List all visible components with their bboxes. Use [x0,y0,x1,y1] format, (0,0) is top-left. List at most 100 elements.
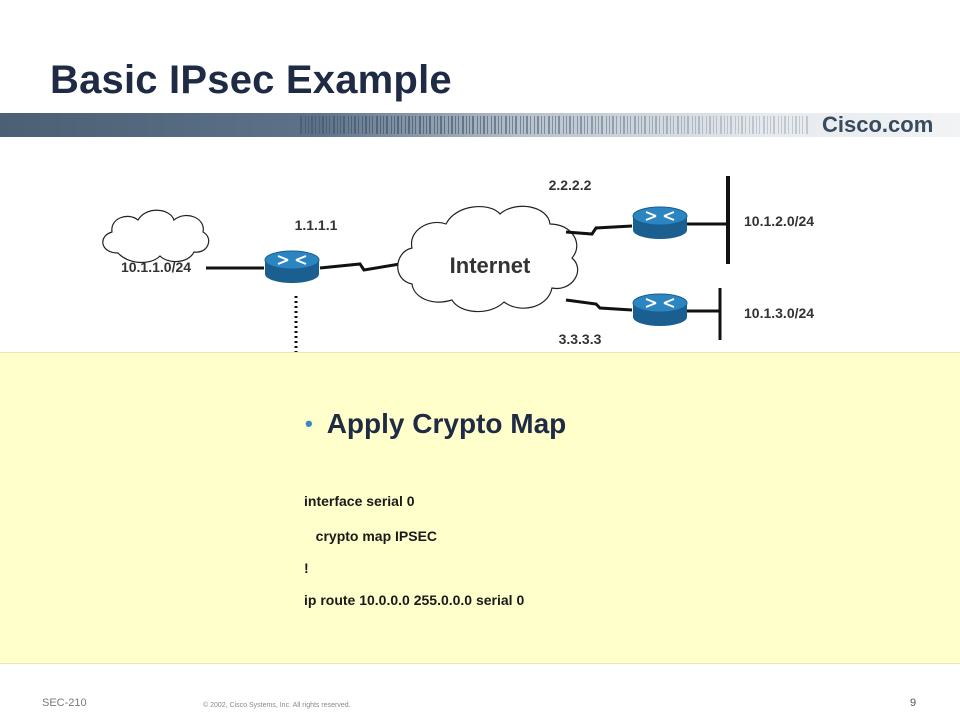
banner-stripe [380,116,381,134]
banner-stripe [466,116,467,134]
banner-stripe [509,116,510,134]
banner-stripe [494,116,496,134]
banner-stripe [440,116,442,134]
remote-network-b-label: 10.1.3.0/24 [744,305,814,321]
banner-stripe [687,116,689,134]
banner-stripe [419,116,421,134]
banner-stripe [555,116,556,134]
banner-stripe [666,116,668,134]
banner-stripe [340,116,341,134]
banner-stripe [598,116,599,134]
banner-stripe [534,116,535,134]
banner-stripe [537,116,539,134]
banner-stripe [620,116,621,134]
banner-stripe [329,116,330,134]
banner-stripe [512,116,513,134]
banner-stripe [391,116,392,134]
banner-stripe [580,116,582,134]
banner-stripe [767,116,768,134]
banner-stripe [634,116,636,134]
banner-stripe [458,116,459,134]
banner-stripe [601,116,603,134]
banner-stripe [735,116,736,134]
banner-stripe [698,116,700,134]
banner-stripe [720,116,722,134]
banner-stripe [437,116,438,134]
banner-stripe [749,116,750,134]
banner-stripe [612,116,614,134]
banner-stripe [429,116,431,134]
banner-stripe [627,116,628,134]
banner-stripe [609,116,610,134]
banner-stripe [724,116,725,134]
banner-stripe [300,116,302,134]
banner-stripe [343,116,345,134]
banner-stripe [756,116,757,134]
banner-stripe [451,116,453,134]
banner-stripe [795,116,797,134]
config-line: interface serial 0 [304,493,415,509]
banner-stripe [799,116,800,134]
wan-link-remote-b [565,298,633,312]
banner-stripe [491,116,492,134]
banner-stripe [426,116,427,134]
banner-stripe [563,116,564,134]
banner-stripe [713,116,714,134]
banner-stripe [788,116,789,134]
banner-stripe [448,116,449,134]
cisco-logo: Cisco.com [822,112,934,137]
config-line: ip route 10.0.0.0 255.0.0.0 serial 0 [304,592,525,608]
banner-stripe [623,116,625,134]
banner-stripe [434,116,435,134]
banner-stripe [501,116,502,134]
wan-link-local [319,262,401,272]
banner-stripe [792,116,793,134]
banner-stripe [652,116,653,134]
course-code: SEC-210 [42,697,87,709]
banner-stripe [773,116,775,134]
banner-stripe [305,116,306,134]
title-banner [0,113,960,137]
banner-stripe [659,116,660,134]
banner-stripe [348,116,349,134]
banner-stripe [752,116,754,134]
banner-stripe [638,116,639,134]
page-number: 9 [910,697,917,709]
banner-stripe [515,116,517,134]
banner-stripe [630,116,631,134]
banner-stripe [655,116,657,134]
banner-stripe [415,116,416,134]
banner-stripe [784,116,786,134]
banner-stripe [548,116,550,134]
banner-stripe [706,116,707,134]
banner-stripe [778,116,779,134]
bullet-item: • Apply Crypto Map [305,408,566,440]
banner-stripe [741,116,743,134]
banner-stripe [730,116,732,134]
banner-stripe [408,116,410,134]
banner-stripe [372,116,373,134]
local-network-label: 10.1.1.0/24 [121,259,191,275]
local-router-address: 1.1.1.1 [295,217,338,233]
remote-router-b-icon [632,293,688,326]
banner-stripe [673,116,674,134]
internet-label: Internet [450,253,531,278]
banner-stripe [480,116,481,134]
banner-stripe [587,116,588,134]
banner-stripe [362,116,363,134]
banner-stripe [644,116,646,134]
banner-stripe [397,116,399,134]
banner-stripe [681,116,682,134]
banner-stripe [738,116,739,134]
banner-stripe [530,116,531,134]
banner-stripe [333,116,335,134]
banner-stripe [487,116,488,134]
banner-stripe [315,116,316,134]
banner-stripe [319,116,320,134]
banner-stripe [649,116,650,134]
banner-stripe [337,116,338,134]
banner-stripe [663,116,664,134]
banner-stripe [759,116,760,134]
local-router-icon [264,250,320,283]
banner-stripe [477,116,478,134]
